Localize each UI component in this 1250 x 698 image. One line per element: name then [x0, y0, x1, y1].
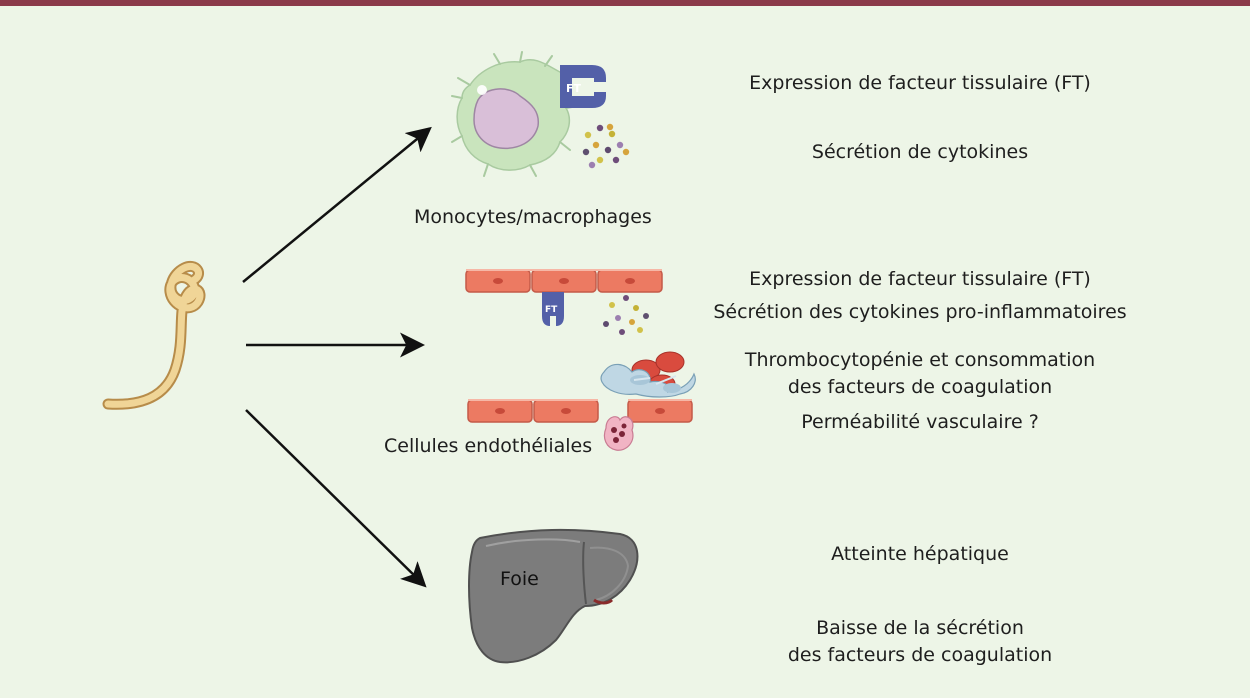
tissue-factor-icon: FT	[560, 65, 606, 108]
effect-text: des facteurs de coagulation	[787, 376, 1053, 398]
macrophage-icon	[451, 51, 579, 177]
liver-label: Foie	[500, 568, 539, 590]
arrow-to-liver	[245, 409, 427, 588]
effect-text: des facteurs de coagulation	[787, 644, 1053, 666]
tissue-factor-endothelium-icon: FT	[542, 292, 564, 326]
leaking-cell-icon	[603, 416, 634, 451]
top-border	[0, 0, 1250, 6]
endothelium-icon	[465, 269, 663, 293]
effect-text: Expression de facteur tissulaire (FT)	[749, 268, 1091, 290]
effect-text: Perméabilité vasculaire ?	[801, 411, 1039, 433]
ebola-virus-icon	[102, 261, 206, 410]
svg-text:FT: FT	[545, 305, 558, 315]
tissue-factor-label: FT	[566, 82, 582, 95]
effect-text: Atteinte hépatique	[831, 543, 1009, 565]
liver-icon	[468, 528, 639, 664]
effect-text: Expression de facteur tissulaire (FT)	[749, 72, 1091, 94]
cytokines-icon	[582, 123, 630, 169]
effect-text: Thrombocytopénie et consommation	[744, 349, 1096, 371]
arrow-to-monocytes	[242, 126, 432, 283]
monocytes-label: Monocytes/macrophages	[414, 206, 652, 228]
endothelial-label: Cellules endothéliales	[384, 435, 593, 457]
effect-text: Baisse de la sécrétion	[816, 617, 1024, 639]
effect-text: Sécrétion de cytokines	[811, 141, 1029, 163]
cytokines-endothelium-icon	[603, 295, 649, 335]
platelet-clot-icon	[600, 351, 696, 398]
effect-text: Sécrétion des cytokines pro-inflammatoir…	[713, 301, 1127, 323]
endothelium-gap-icon	[467, 399, 693, 423]
